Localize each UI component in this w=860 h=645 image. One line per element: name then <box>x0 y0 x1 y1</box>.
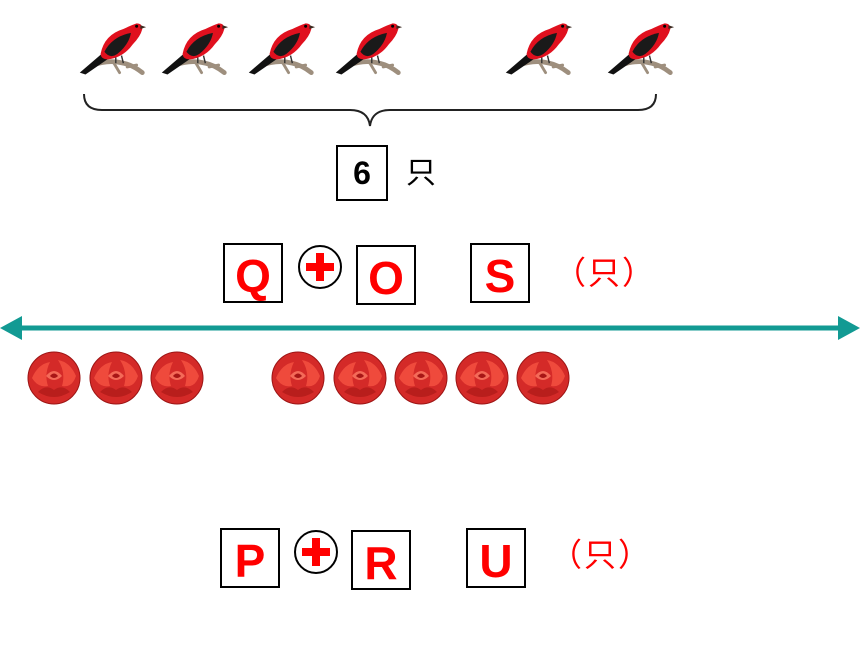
equation-2-result-box: U <box>466 528 526 588</box>
equation-2-right-box: R <box>351 530 411 590</box>
flower-icon <box>394 351 448 405</box>
total-count-box: 6 <box>336 145 388 201</box>
plus-icon <box>294 530 338 574</box>
flower-icon <box>271 351 325 405</box>
equation-1-result-box: S <box>470 243 530 303</box>
unit-label: 只 <box>406 156 436 191</box>
equation-1-unit: （只） <box>554 254 657 292</box>
plus-icon <box>298 245 342 289</box>
flower-icon <box>516 351 570 405</box>
flower-icon <box>89 351 143 405</box>
flower-icon <box>150 351 204 405</box>
curly-brace <box>83 93 657 127</box>
flower-icon <box>333 351 387 405</box>
bird-icon <box>158 14 230 82</box>
equation-2-unit: （只） <box>550 536 653 574</box>
bird-icon <box>332 14 404 82</box>
flower-icon <box>27 351 81 405</box>
double-arrow-line <box>0 316 860 340</box>
bird-icon <box>76 14 148 82</box>
equation-1-left-box: Q <box>223 243 283 303</box>
bird-icon <box>604 14 676 82</box>
equation-1-right-box: O <box>356 245 416 305</box>
equation-2-left-box: P <box>220 528 280 588</box>
flower-icon <box>455 351 509 405</box>
bird-icon <box>245 14 317 82</box>
bird-icon <box>502 14 574 82</box>
